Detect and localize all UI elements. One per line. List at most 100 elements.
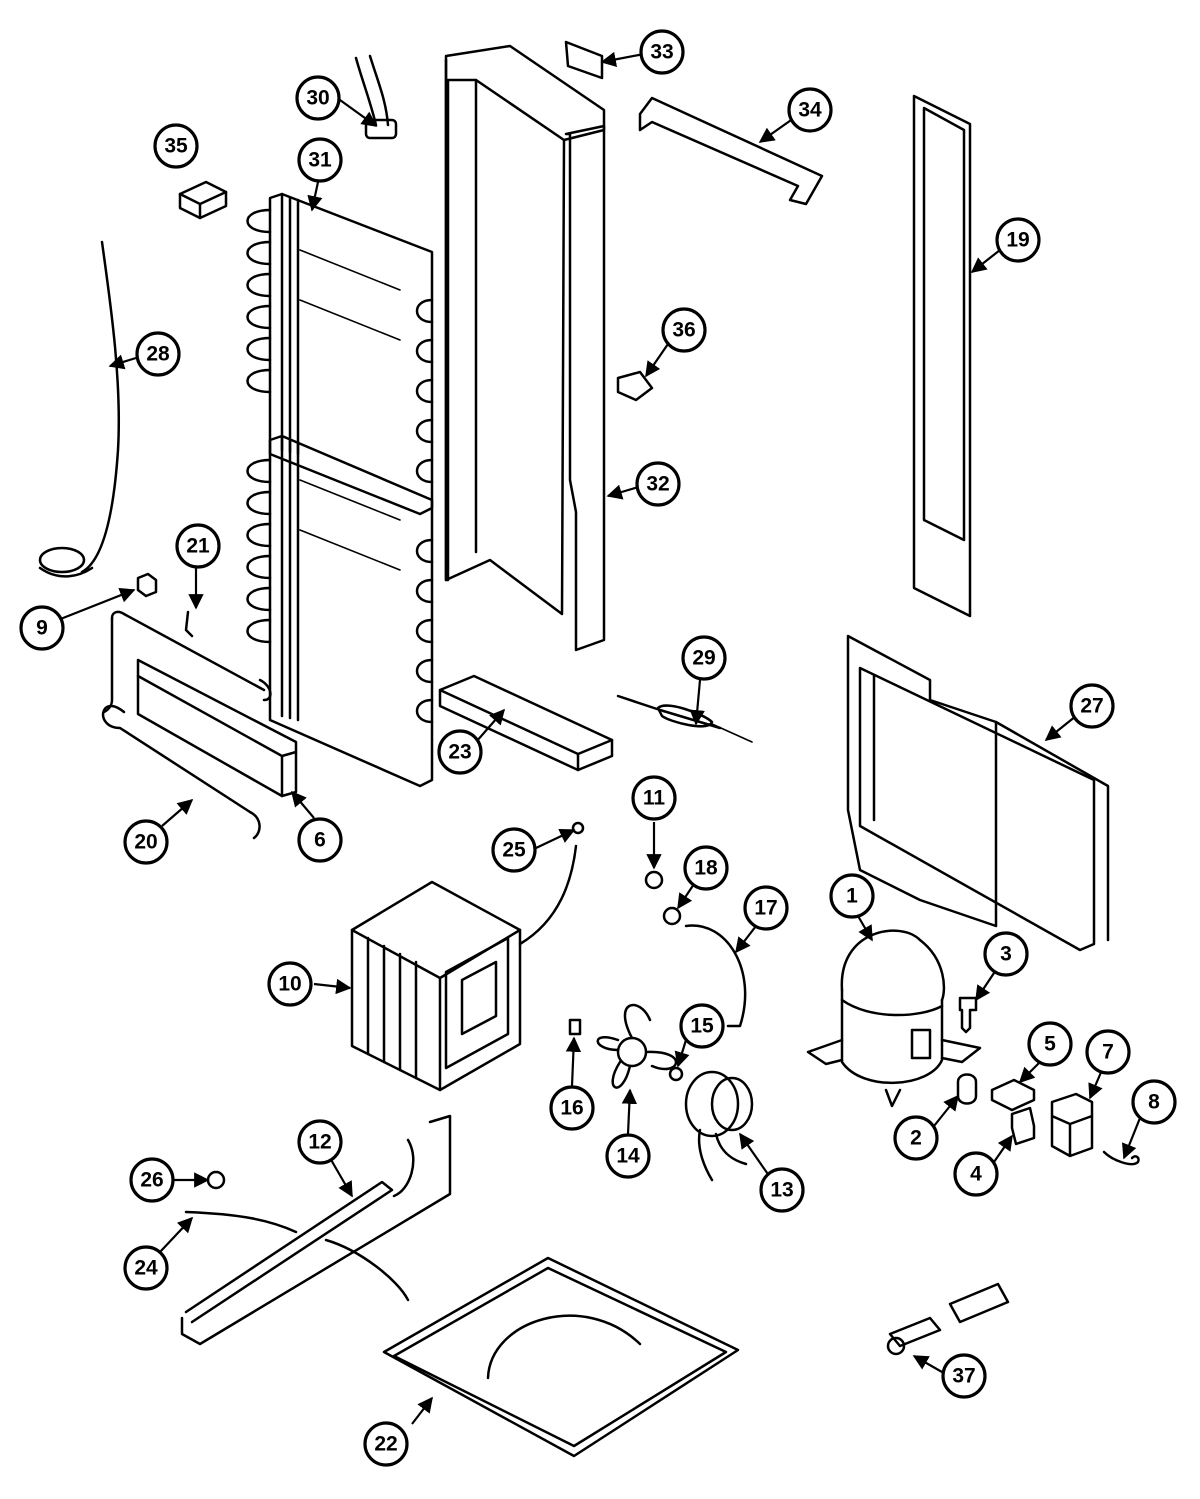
callout-2: 2 [893,1115,939,1161]
leader-23 [475,708,506,743]
callout-8: 8 [1131,1079,1177,1125]
svg-text:25: 25 [502,839,526,862]
leader-9 [57,587,136,622]
part-12-base-rail [180,1114,452,1346]
callout-27: 27 [1069,683,1115,729]
svg-text:20: 20 [134,831,157,854]
part-34-handle [638,96,824,206]
svg-text:3: 3 [1000,943,1012,966]
leader-31 [307,181,323,212]
callout-19: 19 [995,217,1041,263]
leader-29 [689,679,705,726]
svg-text:34: 34 [798,99,822,122]
callout-31: 31 [297,137,343,183]
callout-4: 4 [953,1151,999,1197]
leader-22 [411,1396,433,1425]
leader-6 [291,790,315,819]
svg-text:7: 7 [1102,1041,1114,1064]
svg-text:16: 16 [560,1097,583,1120]
svg-text:10: 10 [278,973,301,996]
callout-14: 14 [605,1133,651,1179]
svg-text:23: 23 [448,741,471,764]
callout-26: 26 [129,1157,175,1203]
leader-4 [993,1134,1013,1163]
svg-text:1: 1 [846,885,858,908]
svg-text:22: 22 [374,1433,397,1456]
svg-text:36: 36 [672,319,695,342]
callout-13: 13 [759,1167,805,1213]
leader-16 [565,1036,582,1087]
callout-15: 15 [679,1003,725,1049]
callout-29: 29 [681,635,727,681]
part-14-fan-blade [596,1003,678,1089]
leader-18 [677,883,695,910]
leader-5 [1018,1061,1041,1084]
callout-20: 20 [123,819,169,865]
callout-21: 21 [175,523,221,569]
svg-text:15: 15 [690,1015,714,1038]
callout-28: 28 [135,331,181,377]
part-10-condenser [350,821,585,1092]
callout-18: 18 [683,845,729,891]
part-13-fan-motor [684,1070,754,1182]
svg-text:13: 13 [770,1179,793,1202]
callout-30: 30 [295,75,341,121]
part-32-duct [444,44,606,616]
callout-10: 10 [267,961,313,1007]
svg-text:24: 24 [134,1257,158,1280]
part-4-relay [1010,1106,1036,1146]
leader-17 [735,925,757,954]
part-26-clamp [206,1170,226,1190]
part-24-tube [184,1210,410,1302]
callout-11: 11 [631,775,677,821]
part-18-grommet [662,906,682,926]
leader-12 [329,1157,353,1198]
part-29-drier [616,694,753,743]
leader-10 [313,978,352,995]
leader-13 [739,1132,773,1181]
leader-27 [1044,715,1077,741]
leader-28 [108,354,137,370]
callout-32: 32 [635,461,681,507]
part-36-clip [616,370,654,402]
leader-19 [970,249,1001,273]
callout-9: 9 [19,605,65,651]
part-3-screw [958,996,978,1034]
part-28-tube [38,240,121,578]
leader-36 [645,343,669,378]
part-5-cover [990,1078,1036,1112]
part-1-compressor [806,929,982,1108]
leader-arrows [57,51,1142,1425]
part-23-tray [438,674,614,772]
callout-badges: 1 2 3 4 5 6 7 8 9 10 11 12 13 14 15 16 1… [19,29,1177,1467]
leader-8 [1121,1117,1142,1160]
leader-34 [758,117,795,143]
leader-37 [912,1355,943,1373]
callout-1: 1 [829,873,875,919]
leader-2 [933,1094,959,1127]
callout-33: 33 [639,29,685,75]
part-31-evaporator [246,192,434,788]
svg-text:14: 14 [616,1145,640,1168]
part-7-overload [1050,1092,1094,1158]
part-17-fan-bracket [684,924,747,1028]
leader-20 [161,798,194,827]
callout-17: 17 [743,885,789,931]
svg-text:21: 21 [186,535,210,558]
svg-text:26: 26 [140,1169,163,1192]
callout-12: 12 [297,1119,343,1165]
svg-text:32: 32 [646,473,669,496]
svg-text:27: 27 [1080,695,1103,718]
svg-text:6: 6 [314,829,326,852]
leader-24 [159,1216,194,1253]
callout-34: 34 [787,87,833,133]
part-8-clip [1102,1150,1140,1166]
part-37-fitting [886,1282,1010,1356]
svg-text:35: 35 [164,135,188,158]
part-drawings [38,40,1140,1458]
svg-text:30: 30 [306,87,329,110]
svg-text:28: 28 [146,343,170,366]
callout-3: 3 [983,931,1029,977]
part-32-duct-plate [564,124,606,652]
